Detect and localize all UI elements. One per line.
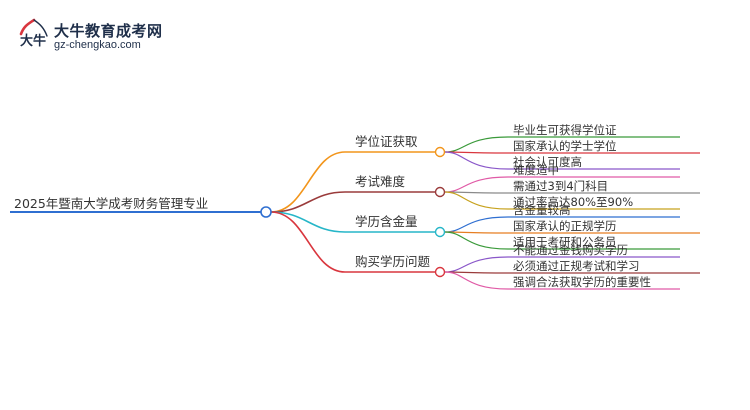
child-topic-1-3[interactable]: 社会认可度高 <box>513 155 582 169</box>
branch-connector-3 <box>270 211 435 233</box>
branch-connector-4 <box>270 211 435 273</box>
branch-topic-1[interactable]: 学位证获取 <box>355 134 418 149</box>
child-topic-2-1[interactable]: 难度适中 <box>513 163 559 177</box>
child-topic-2-3[interactable]: 通过率高达80%至90% <box>513 195 633 209</box>
branch-connector-2 <box>270 191 435 213</box>
child-topic-4-2[interactable]: 必须通过正规考试和学习 <box>513 259 640 273</box>
child-topic-1-1[interactable]: 毕业生可获得学位证 <box>513 123 617 137</box>
branch-topic-4[interactable]: 购买学历问题 <box>355 254 431 269</box>
child-topic-4-3[interactable]: 强调合法获取学历的重要性 <box>513 275 651 289</box>
logo-url: gz-chengkao.com <box>54 39 141 51</box>
logo-brand-name: 大牛教育成考网 <box>54 22 163 40</box>
child-connector-2-3 <box>444 191 680 210</box>
child-topic-2-2[interactable]: 需通过3到4门科目 <box>513 179 608 193</box>
child-connector-1-3 <box>444 151 680 170</box>
branch-topic-3[interactable]: 学历含金量 <box>355 214 418 229</box>
branch-node-4[interactable] <box>434 266 446 278</box>
branch-node-2[interactable] <box>434 186 446 198</box>
child-connector-3-3 <box>444 231 680 250</box>
logo-mark-icon: 大牛 <box>19 18 48 49</box>
branch-node-3[interactable] <box>434 226 446 238</box>
child-topic-3-2[interactable]: 国家承认的正规学历 <box>513 219 617 233</box>
root-topic[interactable]: 2025年暨南大学成考财务管理专业 <box>14 196 208 211</box>
branch-node-1[interactable] <box>434 146 446 158</box>
child-topic-3-1[interactable]: 含金量较高 <box>513 203 571 217</box>
child-topic-1-2[interactable]: 国家承认的学士学位 <box>513 139 617 153</box>
child-topic-4-1[interactable]: 不能通过金钱购买学历 <box>513 243 628 257</box>
root-node[interactable] <box>260 206 272 218</box>
child-topic-3-3[interactable]: 适用于考研和公务员 <box>513 235 617 249</box>
site-logo[interactable]: 大牛 大牛教育成考网 gz-chengkao.com <box>18 18 168 54</box>
logo-mark-text: 大牛 <box>20 33 46 49</box>
branch-topic-2[interactable]: 考试难度 <box>355 174 406 189</box>
child-connector-4-3 <box>444 271 680 290</box>
branch-connector-1 <box>270 151 435 213</box>
